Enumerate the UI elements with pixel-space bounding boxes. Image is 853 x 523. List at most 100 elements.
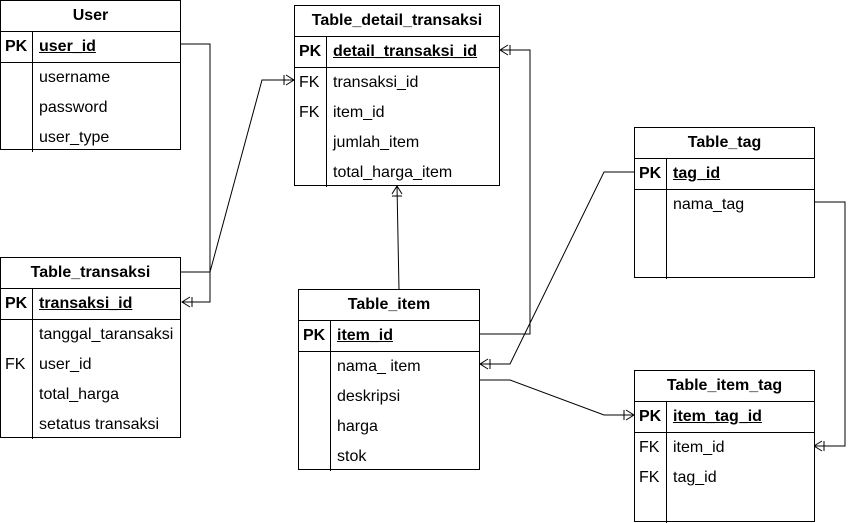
link-transaksi-detail [180,79,294,273]
key-label [299,382,331,412]
key-label [299,352,331,382]
field-name: transaksi_id [39,295,133,312]
key-column [635,220,667,279]
key-label: PK [1,32,33,62]
crowfoot-tag-item [479,358,491,370]
entity-title: Table_tag [635,128,814,159]
entity-body: username password user_type [1,63,180,152]
key-label [1,410,33,439]
key-label: PK [635,159,667,189]
primary-key-row: PK tag_id [635,159,814,190]
field-name: nama_tag [673,196,745,213]
field-name: jumlah_item [333,134,420,151]
field-row: setatus transaksi [1,410,180,439]
entity-table-item[interactable]: Table_item PK item_id nama_ item deskrip… [298,289,480,471]
field-name: detail_transaksi_id [333,43,478,60]
primary-key-row: PK transaksi_id [1,289,180,320]
primary-key-row: PK item_id [299,321,479,352]
entity-body: FK transaksi_id FK item_id jumlah_item t… [295,68,499,187]
field-row: jumlah_item [295,128,499,158]
entity-table-transaksi[interactable]: Table_transaksi PK transaksi_id tanggal_… [0,257,181,439]
entity-user[interactable]: User PK user_id username password user_t… [0,0,181,152]
entity-body: FK item_id FK tag_id [635,433,814,523]
key-label [295,158,327,187]
key-label: FK [295,68,327,98]
field-row: total_harga_item [295,158,499,187]
field-name: item_tag_id [673,408,762,425]
field-name: item_id [333,104,385,121]
field-row: tanggal_taransaksi [1,320,180,350]
link-item-itemtag [480,379,634,416]
entity-title: Table_transaksi [1,258,180,289]
field-name: total_harga [39,386,120,403]
entity-table-detail-transaksi[interactable]: Table_detail_transaksi PK detail_transak… [294,5,500,187]
field-name: tanggal_taransaksi [39,326,174,343]
field-row: total_harga [1,380,180,410]
field-name: tag_id [673,469,717,486]
entity-title: Table_item [299,290,479,321]
key-label: PK [635,402,667,432]
field-name: tag_id [673,165,721,182]
field-row: nama_tag [635,190,814,220]
key-label: FK [295,98,327,128]
field-row: FK transaksi_id [295,68,499,98]
entity-title: Table_detail_transaksi [295,6,499,37]
key-label [299,442,331,471]
key-column [635,493,667,523]
field-name: harga [337,418,378,435]
primary-key-row: PK user_id [1,32,180,63]
link-detail-item-right [480,49,531,335]
primary-key-row: PK detail_transaksi_id [295,37,499,68]
key-label [1,93,33,123]
crowfoot-user-transaksi [181,296,193,308]
field-name: user_type [39,129,110,146]
field-name: deskripsi [337,388,401,405]
link-user-transaksi [180,43,211,303]
field-name: transaksi_id [333,74,419,91]
key-label [1,63,33,93]
crowfoot-detail-right [499,44,511,56]
crowfoot-detail-bottom [391,185,403,197]
field-name: total_harga_item [333,164,453,181]
field-row: harga [299,412,479,442]
key-label [1,320,33,350]
field-name: item_id [337,327,394,344]
key-label: FK [635,463,667,493]
entity-body: nama_tag [635,190,814,279]
entity-title: User [1,1,180,32]
field-name: password [39,99,108,116]
empty-rows [635,493,814,523]
empty-rows [635,220,814,279]
key-label: PK [299,321,331,351]
link-tag-itemtag [814,201,846,447]
link-tag-item [480,171,634,365]
field-row: password [1,93,180,123]
entity-body: nama_ item deskripsi harga stok [299,352,479,471]
entity-title: Table_item_tag [635,371,814,402]
field-row: user_type [1,123,180,152]
key-label: FK [1,350,33,380]
entity-table-item-tag[interactable]: Table_item_tag PK item_tag_id FK item_id… [634,370,815,523]
primary-key-row: PK item_tag_id [635,402,814,433]
field-name: user_id [39,38,96,55]
field-row: FK user_id [1,350,180,380]
field-row: username [1,63,180,93]
link-detail-item-vertical [396,185,400,291]
entity-body: tanggal_taransaksi FK user_id total_harg… [1,320,180,439]
field-name: nama_ item [337,358,421,375]
key-label [635,190,667,220]
key-label [1,380,33,410]
key-label: PK [1,289,33,319]
key-label [1,123,33,152]
field-row: nama_ item [299,352,479,382]
key-label: PK [295,37,327,67]
field-name: setatus transaksi [39,416,160,433]
key-label [299,412,331,442]
entity-table-tag[interactable]: Table_tag PK tag_id nama_tag [634,127,815,279]
key-label: FK [635,433,667,463]
field-name: item_id [673,439,725,456]
field-name: user_id [39,356,92,373]
field-row: FK tag_id [635,463,814,493]
field-row: FK item_id [295,98,499,128]
